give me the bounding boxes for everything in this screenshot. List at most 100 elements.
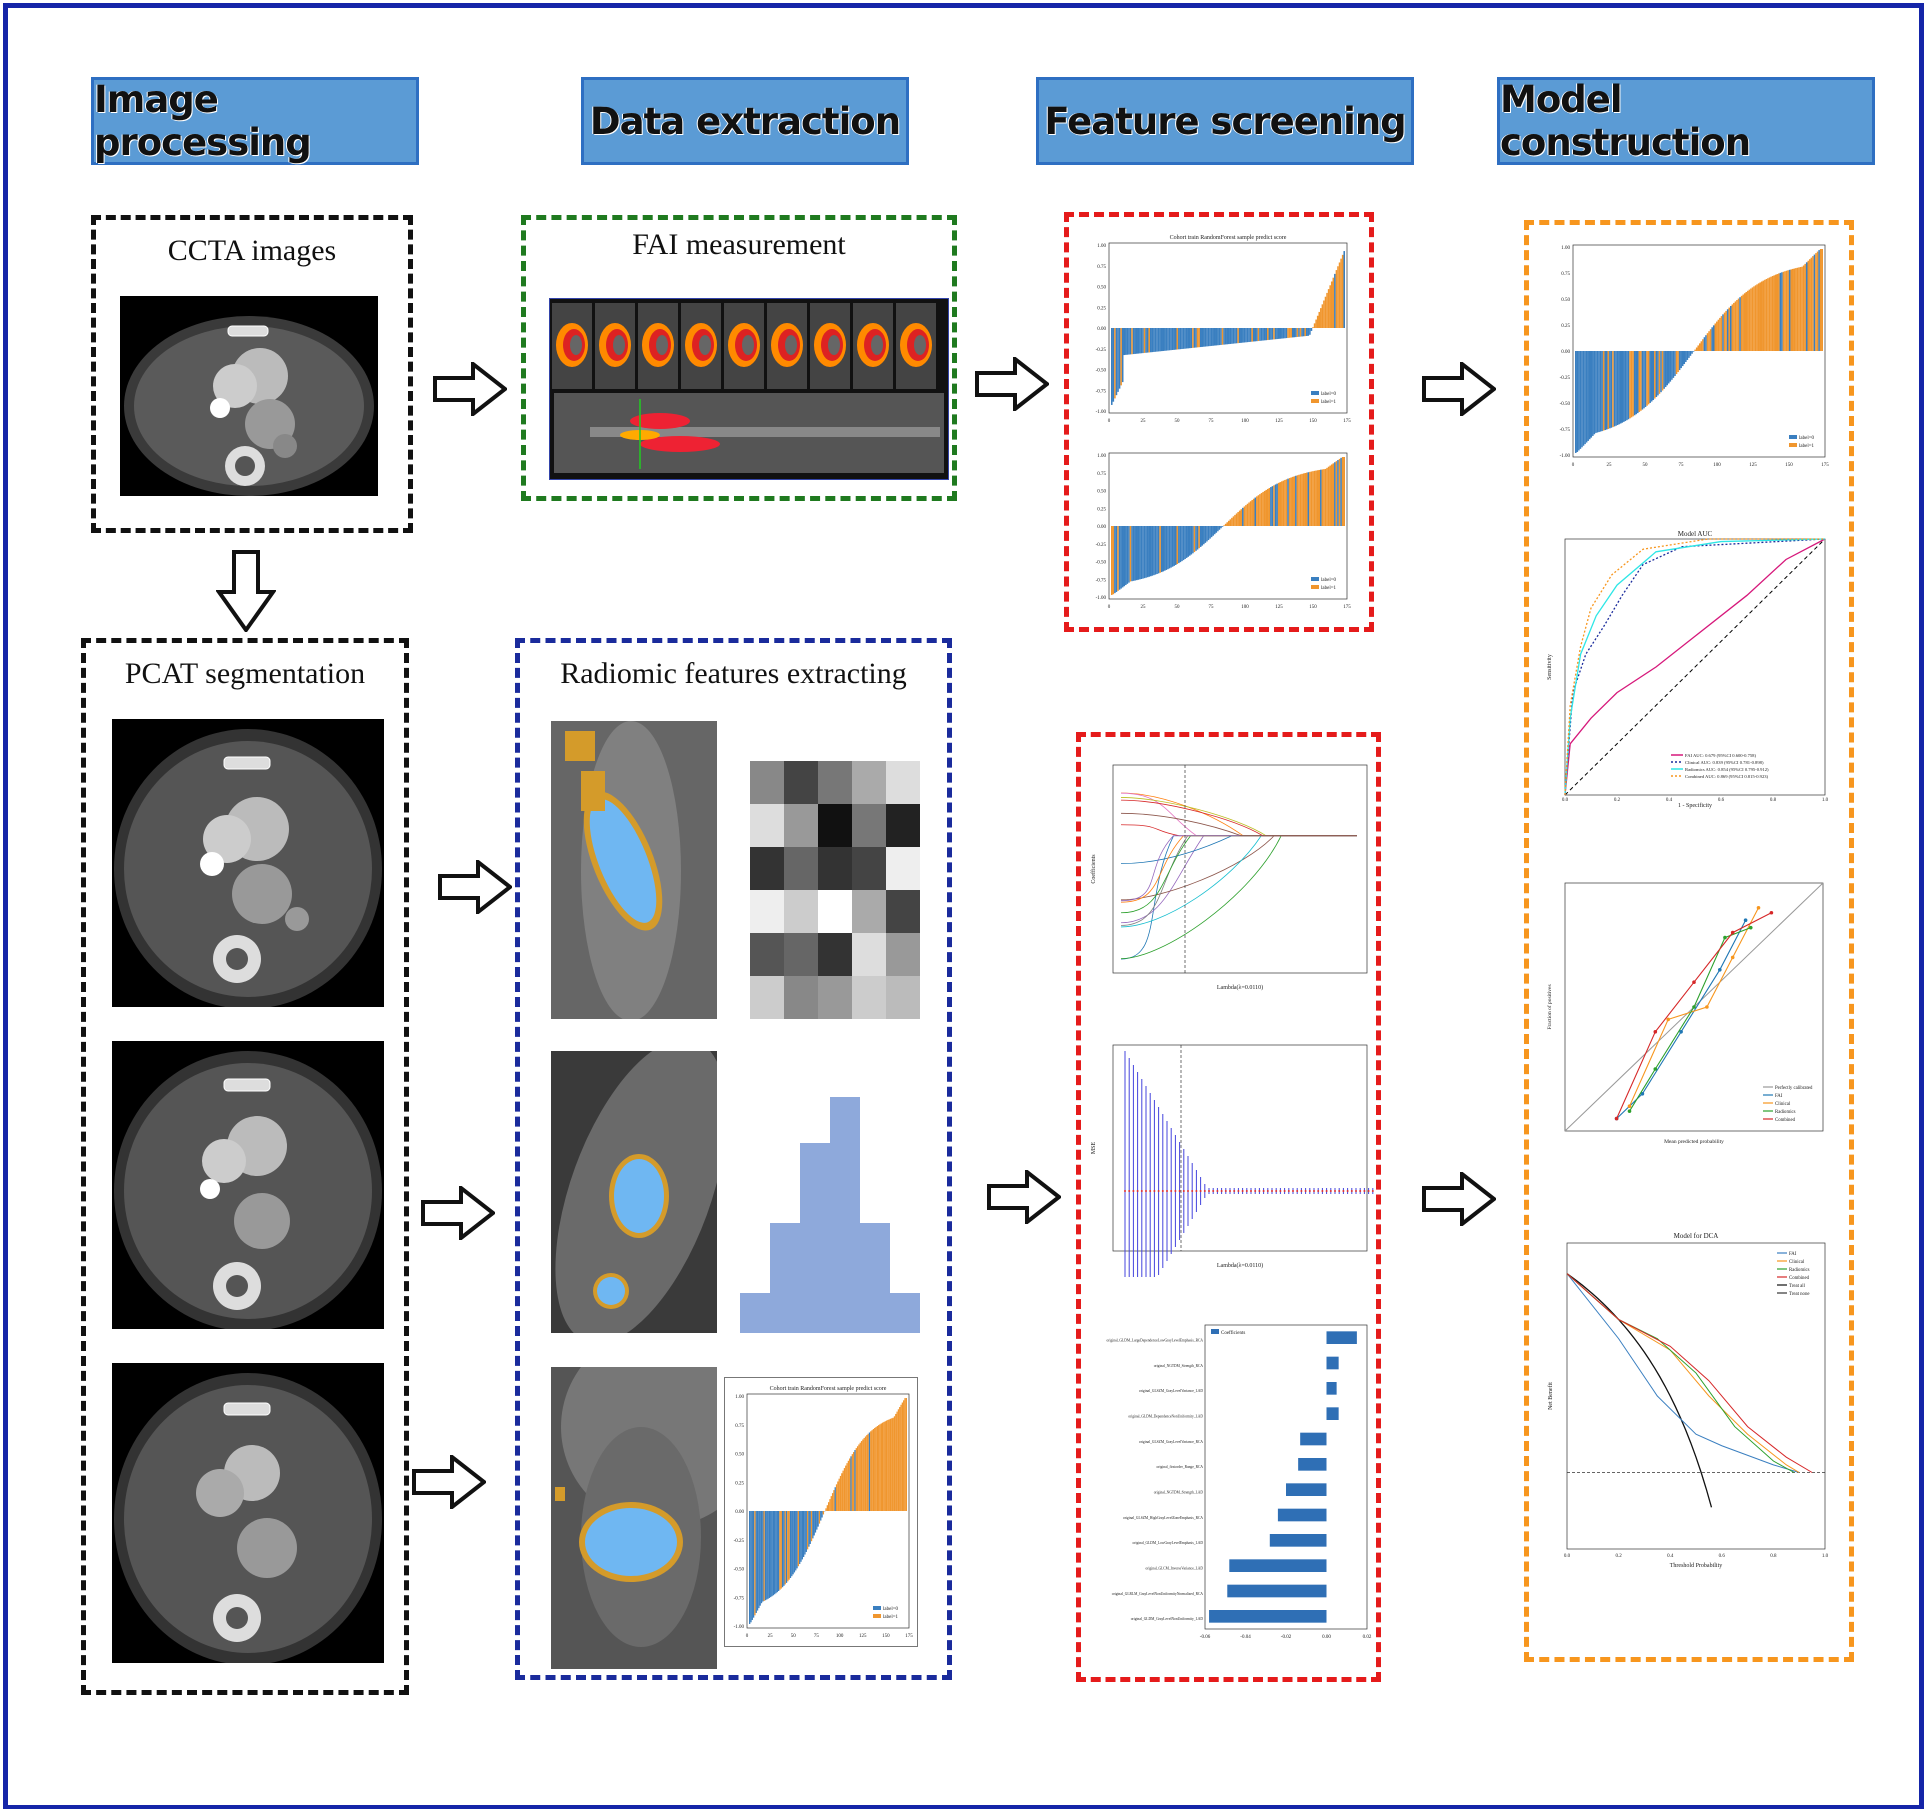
score-bar — [1782, 271, 1785, 351]
score-bar — [1295, 328, 1297, 338]
score-bar — [893, 1416, 896, 1511]
feature-name-label: original_GLDM_LowGrayLevelEmphasis_LAD — [1133, 1541, 1204, 1545]
plot-frame — [1564, 538, 1826, 796]
score-bar — [1171, 328, 1174, 350]
score-bar — [858, 1444, 860, 1511]
score-bar — [856, 1446, 859, 1511]
lasso-path-line — [1120, 835, 1357, 960]
calibration-point — [1705, 1005, 1709, 1009]
legend-swatch — [1789, 443, 1797, 447]
score-bar — [1277, 482, 1280, 526]
score-bar — [1213, 328, 1216, 346]
glcm-cell — [784, 847, 818, 890]
score-bar — [1126, 328, 1129, 355]
score-bar — [1224, 523, 1227, 526]
score-bar — [901, 1402, 904, 1511]
score-bar — [1725, 310, 1727, 351]
score-bar — [835, 1484, 838, 1511]
plot-frame — [1108, 452, 1348, 600]
score-bar — [1578, 351, 1580, 451]
calibration-point — [1769, 910, 1774, 915]
glcm-cell — [852, 976, 886, 1019]
score-bar — [1747, 290, 1749, 351]
score-bar — [833, 1490, 835, 1511]
score-bar — [788, 1511, 790, 1580]
score-bar — [1692, 351, 1695, 352]
score-bar — [1142, 526, 1144, 579]
x-tick-label: 0.4 — [1666, 798, 1673, 803]
score-bar — [1767, 278, 1769, 351]
score-bar — [1716, 321, 1718, 351]
arrow-right-icon — [1422, 362, 1496, 416]
score-bar — [1114, 328, 1116, 399]
y-tick-label: 1.00 — [735, 1395, 744, 1400]
score-bar — [1632, 351, 1634, 417]
y-tick-label: -1.00 — [1096, 596, 1107, 601]
glcm-cell — [784, 933, 818, 976]
score-bar — [1335, 270, 1338, 328]
score-bar — [1810, 257, 1813, 351]
score-bar — [1126, 526, 1129, 584]
score-bar — [1120, 328, 1122, 386]
score-bar — [805, 1511, 807, 1552]
score-bar — [1754, 285, 1757, 351]
score-bar — [1650, 351, 1653, 402]
score-bar — [863, 1437, 865, 1511]
x-tick-label: 150 — [1309, 605, 1317, 610]
score-bar — [1629, 351, 1631, 419]
score-bar — [1773, 275, 1775, 351]
score-bar — [1151, 328, 1154, 353]
x-tick-label: 1.0 — [1822, 1554, 1829, 1559]
legend-label: label=1 — [1321, 400, 1337, 405]
score-bar — [1337, 460, 1339, 526]
score-bar — [1711, 327, 1713, 351]
glcm-cell — [818, 761, 852, 804]
score-bar — [1734, 301, 1737, 351]
score-bar — [751, 1511, 753, 1620]
glcm-cell — [886, 933, 920, 976]
score-bar — [1203, 526, 1205, 545]
glcm-cell — [886, 976, 920, 1019]
coefficient-bar — [1229, 1559, 1327, 1572]
score-bar — [1168, 328, 1171, 351]
score-bar — [1287, 328, 1289, 338]
score-bar — [775, 1511, 777, 1594]
segmentation-crop-2 — [551, 1051, 717, 1333]
score-bar — [904, 1398, 906, 1511]
score-bar — [1585, 351, 1588, 443]
score-bar — [774, 1511, 776, 1595]
score-bar — [887, 1419, 889, 1511]
mse-point — [1124, 1190, 1126, 1192]
fai-heatmap-panel — [549, 298, 949, 480]
glcm-cell — [818, 933, 852, 976]
score-bar — [1151, 526, 1154, 576]
score-bar — [1788, 269, 1791, 351]
mse-point — [1338, 1190, 1341, 1192]
lasso-mse-plot: Lambda(λ=0.0110)MSE — [1085, 1037, 1375, 1277]
score-bar — [1813, 254, 1816, 351]
score-bar — [1139, 526, 1141, 580]
score-bar — [888, 1419, 890, 1511]
stage-header-data-extraction: Data extraction — [581, 77, 909, 165]
score-bar — [1737, 298, 1740, 351]
score-bar — [1215, 526, 1218, 533]
score-bar — [1307, 328, 1310, 336]
coefficient-bar — [1326, 1356, 1339, 1370]
glcm-matrix-grid — [750, 761, 920, 1019]
score-bar — [1630, 351, 1633, 418]
x-tick-label: -0.06 — [1200, 1635, 1211, 1640]
score-bar — [1157, 526, 1160, 574]
mse-point — [1149, 1190, 1152, 1192]
mse-point — [1350, 1190, 1353, 1192]
score-bar — [1112, 328, 1115, 402]
score-bar — [1329, 285, 1331, 328]
x-tick-label: 0.0 — [1562, 798, 1569, 803]
legend-label: Coefficients — [1221, 1331, 1245, 1336]
score-bar — [1304, 473, 1306, 526]
calibration-point — [1730, 930, 1735, 935]
arrow-right-icon — [433, 362, 507, 416]
score-bar — [1260, 493, 1263, 526]
score-bar — [1284, 479, 1286, 526]
score-bar — [1111, 328, 1113, 405]
mse-point — [1195, 1190, 1198, 1192]
